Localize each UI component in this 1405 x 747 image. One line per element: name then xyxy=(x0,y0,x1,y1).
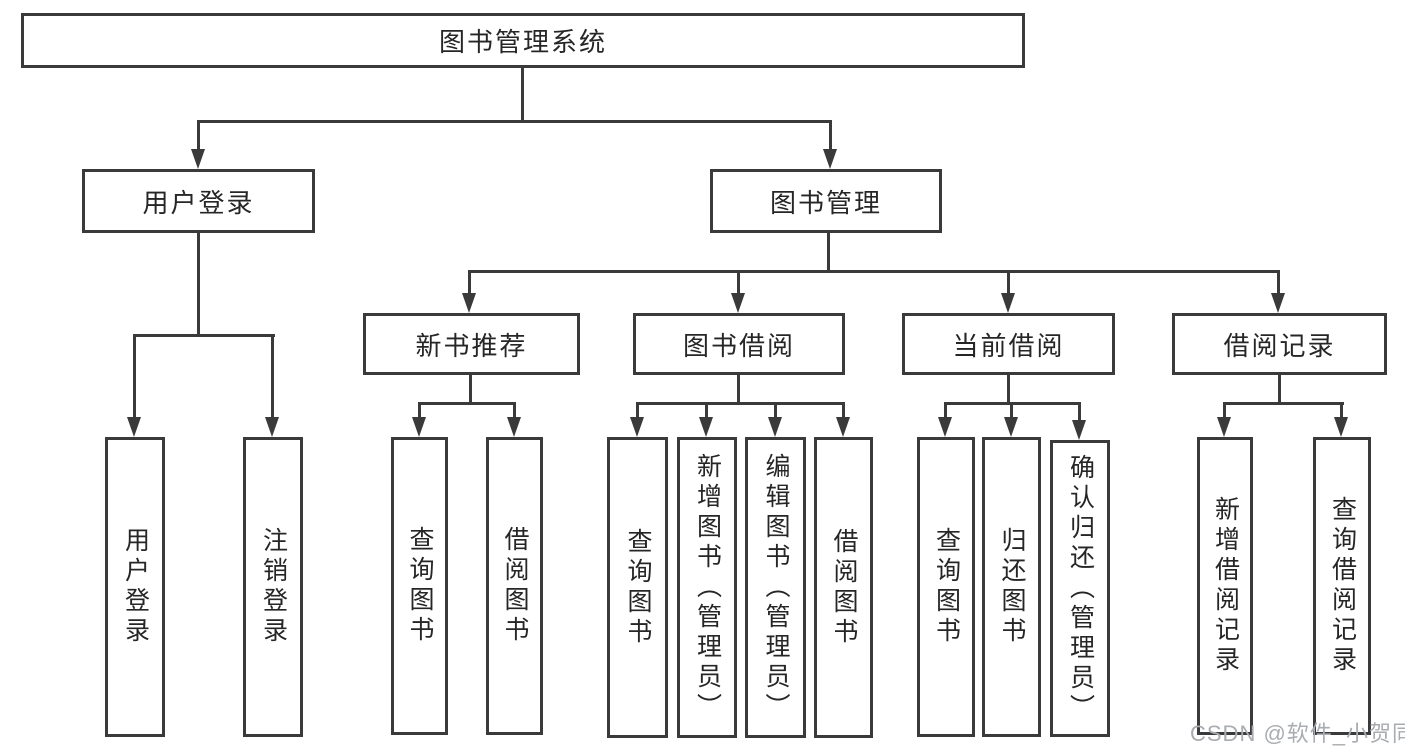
connector-book-mgmt-trunk xyxy=(827,233,830,273)
node-cb-confirm-return-label: 确认归还（管理员） xyxy=(1066,453,1095,724)
connector-stem-rec-query xyxy=(418,402,421,417)
arrowhead-cb-query-icon xyxy=(938,417,952,437)
connector-stem-leaf-logout xyxy=(271,334,274,420)
connector-borrow-records-trunk xyxy=(1278,375,1281,405)
arrowhead-bb-borrow-icon xyxy=(836,417,850,437)
arrowhead-bb-add-icon xyxy=(699,417,713,437)
node-book-mgmt-label: 图书管理 xyxy=(769,187,882,218)
connector-user-login-trunk xyxy=(197,233,200,337)
arrowhead-current-borrow-icon xyxy=(1001,293,1015,313)
node-br-query-record: 查询借阅记录 xyxy=(1313,437,1371,735)
arrowhead-new-book-rec-icon xyxy=(462,293,476,313)
arrowhead-borrow-records-icon xyxy=(1271,293,1285,313)
connector-stem-cb-confirm xyxy=(1078,402,1081,420)
node-book-mgmt: 图书管理 xyxy=(710,169,942,233)
connector-stem-bb-add xyxy=(705,402,708,417)
arrowhead-bb-edit-icon xyxy=(768,417,782,437)
node-br-query-record-label: 查询借阅记录 xyxy=(1328,496,1357,676)
node-current-borrow-label: 当前借阅 xyxy=(952,330,1065,361)
connector-current-borrow-trunk xyxy=(1007,375,1010,405)
connector-user-login-bar xyxy=(133,334,275,337)
node-bb-add-books: 新增图书（管理员） xyxy=(677,437,737,738)
arrowhead-book-borrow-icon xyxy=(731,293,745,313)
node-br-add-record-label: 新增借阅记录 xyxy=(1211,496,1240,676)
arrowhead-cb-confirm-icon xyxy=(1072,420,1086,440)
node-leaf-logout-label: 注销登录 xyxy=(259,527,288,647)
connector-stem-book-mgmt xyxy=(829,120,832,150)
node-new-book-rec-label: 新书推荐 xyxy=(415,330,528,361)
connector-stem-borrow-records xyxy=(1277,270,1280,293)
node-borrow-records: 借阅记录 xyxy=(1172,313,1387,375)
node-rec-query-books-label: 查询图书 xyxy=(406,526,434,646)
node-leaf-logout: 注销登录 xyxy=(243,437,303,737)
node-cb-confirm-return: 确认归还（管理员） xyxy=(1050,440,1110,737)
connector-stem-current-borrow xyxy=(1007,270,1010,293)
node-current-borrow: 当前借阅 xyxy=(902,313,1115,375)
connector-stem-book-borrow xyxy=(737,270,740,293)
node-bb-borrow-books-label: 借阅图书 xyxy=(830,527,858,648)
node-cb-query-books: 查询图书 xyxy=(917,437,975,737)
node-leaf-user-login-label: 用户登录 xyxy=(121,527,150,647)
connector-book-borrow-trunk xyxy=(737,375,740,405)
node-rec-borrow-books-label: 借阅图书 xyxy=(501,526,529,646)
arrowhead-leaf-logout-icon xyxy=(265,417,279,437)
arrowhead-book-mgmt-icon xyxy=(823,149,837,169)
node-cb-query-books-label: 查询图书 xyxy=(932,527,961,647)
arrowhead-leaf-user-login-icon xyxy=(127,417,141,437)
connector-stem-br-add xyxy=(1223,402,1226,417)
connector-level3-bar xyxy=(468,270,1280,273)
node-bb-query-books: 查询图书 xyxy=(607,437,668,738)
node-new-book-rec: 新书推荐 xyxy=(363,313,580,375)
node-rec-borrow-books: 借阅图书 xyxy=(486,437,543,735)
connector-borrow-records-bar xyxy=(1223,402,1344,405)
arrowhead-bb-query-icon xyxy=(630,417,644,437)
arrowhead-user-login-icon xyxy=(191,149,205,169)
watermark: CSDN @软件_小贺同学 xyxy=(1190,721,1405,746)
node-leaf-user-login: 用户登录 xyxy=(105,437,165,737)
connector-stem-user-login xyxy=(197,120,200,150)
node-book-borrow-label: 图书借阅 xyxy=(682,330,795,361)
node-bb-edit-books: 编辑图书（管理员） xyxy=(745,437,806,738)
node-book-borrow: 图书借阅 xyxy=(633,313,845,375)
connector-stem-cb-return xyxy=(1010,402,1013,417)
node-cb-return-books: 归还图书 xyxy=(982,437,1041,737)
arrowhead-rec-borrow-icon xyxy=(507,417,521,437)
node-rec-query-books: 查询图书 xyxy=(391,437,448,735)
arrowhead-cb-return-icon xyxy=(1004,417,1018,437)
arrowhead-rec-query-icon xyxy=(412,417,426,437)
connector-stem-bb-edit xyxy=(774,402,777,417)
node-bb-add-books-label: 新增图书（管理员） xyxy=(693,452,722,723)
connector-stem-rec-borrow xyxy=(513,402,516,417)
node-br-add-record: 新增借阅记录 xyxy=(1197,437,1253,735)
connector-book-borrow-bar xyxy=(636,402,845,405)
node-bb-edit-books-label: 编辑图书（管理员） xyxy=(762,452,790,723)
node-root: 图书管理系统 xyxy=(21,13,1025,68)
connector-root-trunk xyxy=(521,68,524,123)
node-cb-return-books-label: 归还图书 xyxy=(998,527,1026,647)
arrowhead-br-add-icon xyxy=(1217,417,1231,437)
connector-level2-bar xyxy=(197,120,832,123)
connector-stem-bb-query xyxy=(636,402,639,417)
connector-stem-cb-query xyxy=(944,402,947,417)
node-user-login-label: 用户登录 xyxy=(142,187,255,218)
node-borrow-records-label: 借阅记录 xyxy=(1223,330,1336,361)
arrowhead-br-query-icon xyxy=(1334,417,1348,437)
connector-new-book-rec-bar xyxy=(418,402,516,405)
node-bb-borrow-books: 借阅图书 xyxy=(814,437,873,738)
connector-stem-leaf-user-login xyxy=(133,334,136,420)
node-user-login: 用户登录 xyxy=(82,169,315,233)
node-bb-query-books-label: 查询图书 xyxy=(624,527,652,648)
connector-stem-new-book-rec xyxy=(468,270,471,293)
connector-stem-br-query xyxy=(1340,402,1343,417)
node-root-label: 图书管理系统 xyxy=(438,27,607,57)
connector-stem-bb-borrow xyxy=(842,402,845,417)
connector-new-book-rec-trunk xyxy=(469,375,472,405)
